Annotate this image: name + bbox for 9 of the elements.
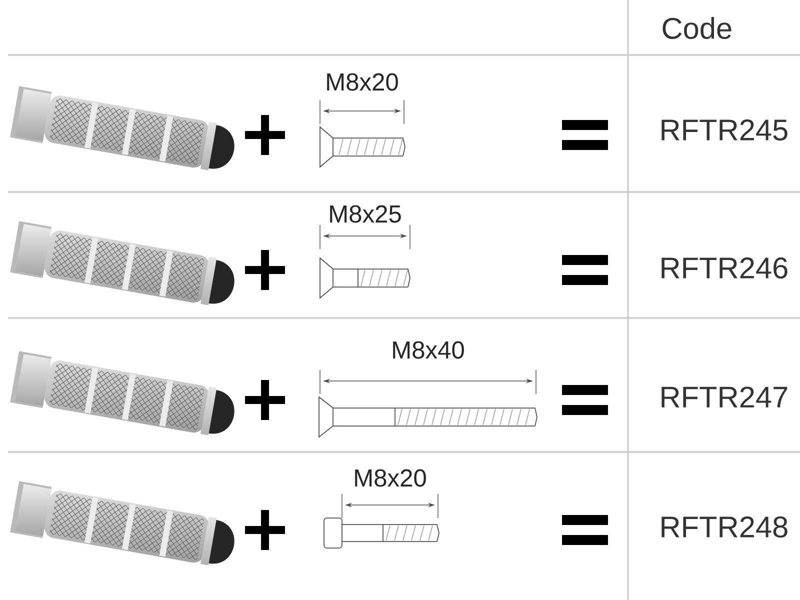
- size-label: M8x20: [355, 469, 426, 487]
- size-label: M8x20: [327, 73, 398, 91]
- size-label: M8x40: [393, 341, 464, 359]
- product-code: RFTR247: [662, 386, 788, 408]
- column-header: Code: [662, 17, 732, 39]
- size-label: M8x25: [330, 205, 401, 223]
- product-code: RFTR246: [662, 257, 788, 279]
- product-code: RFTR245: [662, 119, 788, 141]
- product-code: RFTR248: [662, 516, 788, 538]
